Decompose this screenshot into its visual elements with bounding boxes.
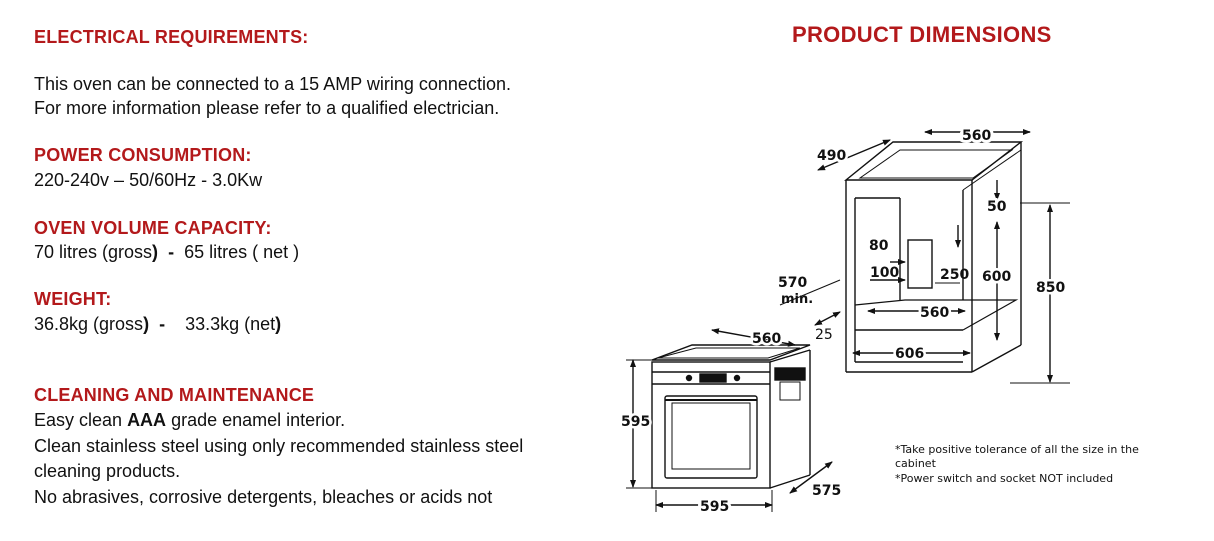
dim-cab-606: 606 xyxy=(895,346,924,362)
volume-heading: OVEN VOLUME CAPACITY: xyxy=(34,218,272,238)
cabinet-drawing xyxy=(844,141,1024,373)
electrical-line-2: For more information please refer to a q… xyxy=(34,98,500,118)
weight-net: 33.3kg (net xyxy=(185,314,276,334)
note-line-2: cabinet xyxy=(895,457,936,470)
dim-gap-top: 50 xyxy=(987,199,1007,215)
dim-cab-depth-top: 490 xyxy=(817,148,846,164)
cleaning-line-1-post: grade enamel interior. xyxy=(166,410,346,430)
dim-oven-575: 575 xyxy=(812,483,841,499)
cleaning-line-4: No abrasives, corrosive detergents, blea… xyxy=(34,487,493,507)
cleaning-line-1-bold: AAA xyxy=(127,410,167,430)
dim-oven-560: 560 xyxy=(752,331,781,347)
weight-value: 36.8kg (gross) - 33.3kg (net) xyxy=(34,314,281,335)
oven-drawing xyxy=(651,344,811,489)
weight-gross-close: ) xyxy=(143,314,150,334)
product-dimensions-title: PRODUCT DIMENSIONS xyxy=(792,22,1052,47)
dim-cutout-250: 250 xyxy=(940,267,969,283)
weight-separator: - xyxy=(159,314,166,334)
cleaning-line-3: cleaning products. xyxy=(34,461,181,481)
dim-oven-595-height: 595 xyxy=(621,414,650,430)
volume-net: 65 litres ( net ) xyxy=(184,242,300,262)
note-line-1: *Take positive tolerance of all the size… xyxy=(895,443,1139,456)
cleaning-heading: CLEANING AND MAINTENANCE xyxy=(34,385,315,405)
volume-gross-close: ) xyxy=(152,242,159,262)
note-line-3: *Power switch and socket NOT included xyxy=(895,472,1114,485)
power-value: 220-240v – 50/60Hz - 3.0Kw xyxy=(34,170,263,190)
electrical-heading: ELECTRICAL REQUIREMENTS: xyxy=(34,27,309,47)
volume-separator: - xyxy=(168,242,175,262)
weight-gross: 36.8kg (gross xyxy=(34,314,144,334)
dim-oven-595-width: 595 xyxy=(700,499,729,515)
dim-min-label: min. xyxy=(781,292,813,307)
volume-value: 70 litres (gross) - 65 litres ( net ) xyxy=(34,242,299,263)
cleaning-line-1-pre: Easy clean xyxy=(34,410,128,430)
cleaning-line-2: Clean stainless steel using only recomme… xyxy=(34,436,524,456)
dim-inner-560: 560 xyxy=(920,305,949,321)
dim-cab-600: 600 xyxy=(982,269,1011,285)
cleaning-line-1: Easy clean AAA grade enamel interior. xyxy=(34,410,345,431)
electrical-line-1: This oven can be connected to a 15 AMP w… xyxy=(34,74,511,94)
weight-net-close: ) xyxy=(275,314,282,334)
dim-cutout-100: 100 xyxy=(870,265,899,281)
dim-cab-width-top: 560 xyxy=(962,128,991,144)
dim-oven-25: 25 xyxy=(815,327,833,343)
volume-gross: 70 litres (gross xyxy=(34,242,153,262)
power-heading: POWER CONSUMPTION: xyxy=(34,145,252,165)
dim-depth-570: 570 xyxy=(778,275,807,291)
weight-heading: WEIGHT: xyxy=(34,289,112,309)
dim-cab-850: 850 xyxy=(1036,280,1065,296)
dim-cutout-80: 80 xyxy=(869,238,889,254)
